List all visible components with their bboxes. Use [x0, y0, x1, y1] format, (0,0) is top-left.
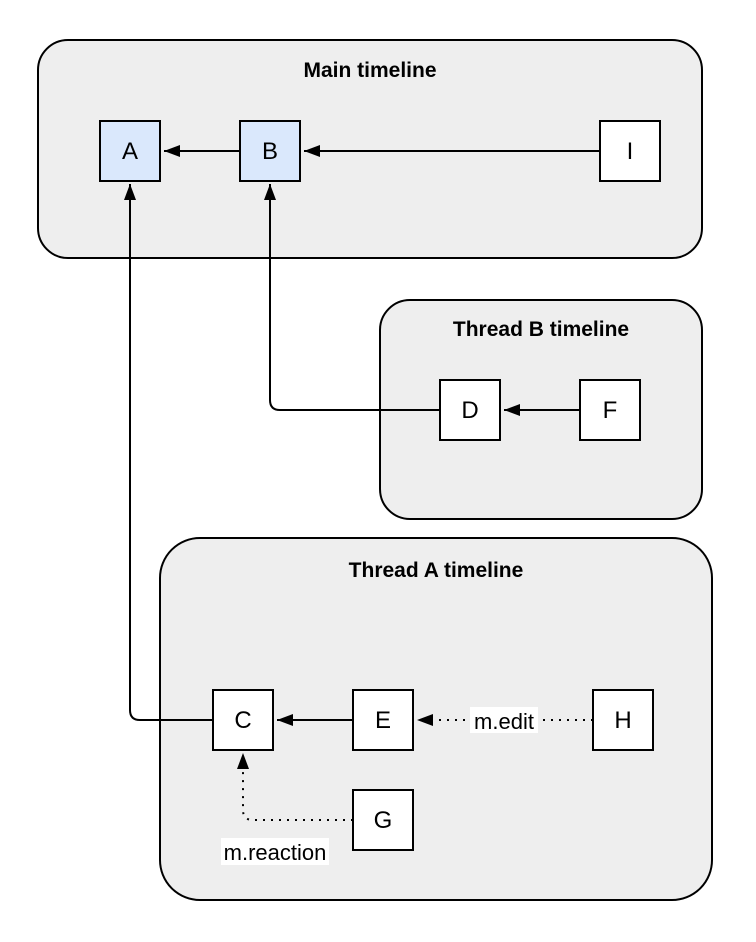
edge-C-to-A: [124, 184, 213, 721]
node-D: D: [439, 379, 501, 441]
container-main-timeline: Main timeline: [37, 39, 703, 259]
node-B-box: [239, 120, 301, 182]
node-E-label: E: [375, 707, 391, 734]
node-C: C: [212, 689, 274, 751]
m-edit-label-bg: [470, 707, 538, 733]
node-C-box: [212, 689, 274, 751]
node-G-box: [352, 789, 414, 851]
node-I-label: I: [627, 138, 634, 165]
node-I-box: [599, 120, 661, 182]
node-G-label: G: [374, 807, 393, 834]
node-F: F: [579, 379, 641, 441]
node-E: E: [352, 689, 414, 751]
node-F-box: [579, 379, 641, 441]
node-A-label: A: [122, 138, 138, 165]
node-A: A: [99, 120, 161, 182]
thread-b-timeline-title: Thread B timeline: [453, 318, 629, 341]
main-timeline-title: Main timeline: [303, 59, 436, 82]
node-F-label: F: [603, 397, 618, 424]
edge-label-m-reaction: m.reaction: [221, 838, 329, 865]
node-H-box: [592, 689, 654, 751]
node-H: H: [592, 689, 654, 751]
node-A-box: [99, 120, 161, 182]
node-D-label: D: [461, 397, 478, 424]
main-timeline-box: [37, 39, 703, 259]
m-reaction-label: m.reaction: [224, 840, 327, 865]
edge-D-to-B: [264, 184, 440, 411]
node-H-label: H: [614, 707, 631, 734]
node-D-box: [439, 379, 501, 441]
node-I: I: [599, 120, 661, 182]
node-E-box: [352, 689, 414, 751]
node-B-label: B: [262, 138, 278, 165]
thread-a-timeline-title: Thread A timeline: [349, 559, 524, 582]
node-G: G: [352, 789, 414, 851]
edge-label-m-edit: m.edit: [470, 707, 538, 734]
m-edit-label: m.edit: [474, 709, 534, 734]
m-reaction-label-bg: [221, 838, 329, 865]
node-C-label: C: [234, 707, 251, 734]
node-B: B: [239, 120, 301, 182]
